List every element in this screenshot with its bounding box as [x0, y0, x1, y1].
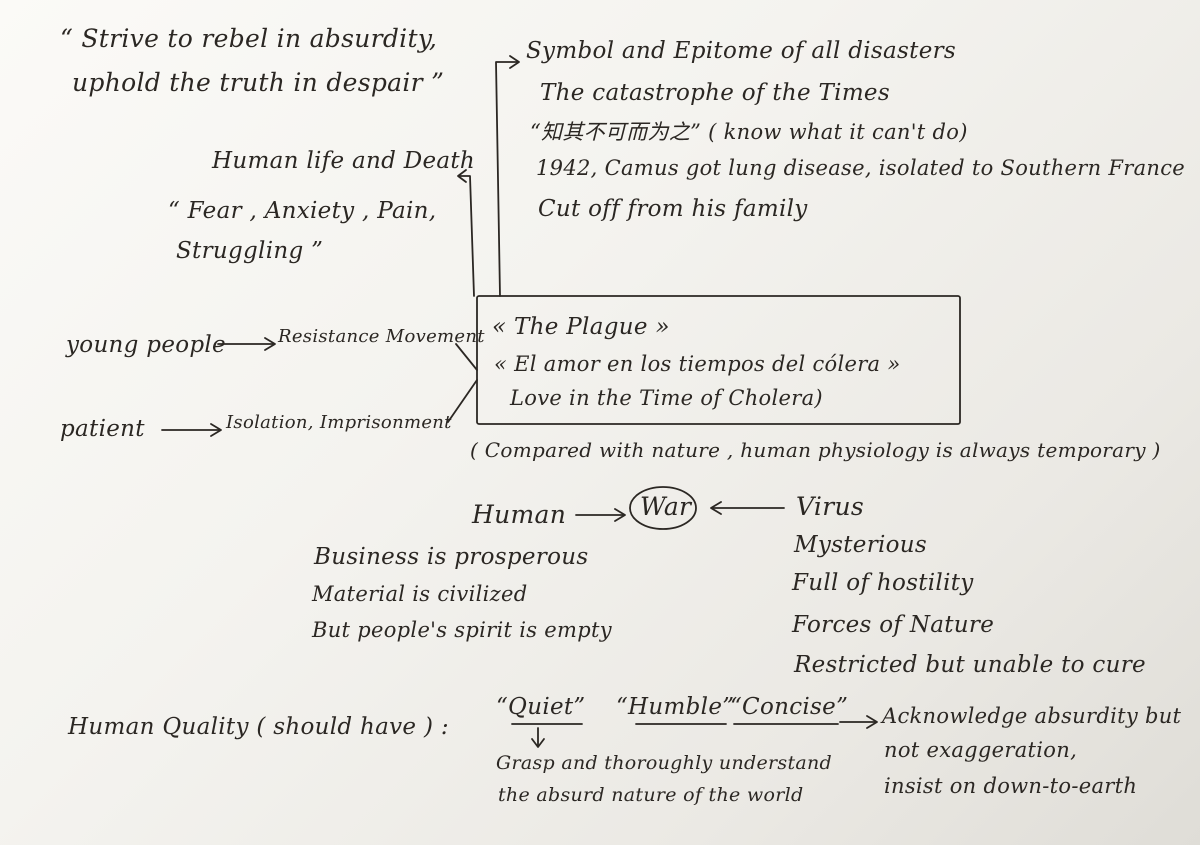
virus-trait-4: Restricted but unable to cure — [794, 652, 1146, 678]
virus-trait-1: Mysterious — [794, 532, 928, 558]
quality-concise: “Concise” — [730, 694, 849, 720]
quality-result-3: insist on down-to-earth — [884, 774, 1138, 798]
human-trait-2: Material is civilized — [312, 582, 528, 606]
arrowhead-concise — [866, 715, 878, 729]
line-box-resistance — [455, 343, 478, 371]
life-death-line-1: “ Fear , Anxiety , Pain, — [168, 198, 437, 224]
arrowhead-symbol — [509, 55, 520, 69]
young-people-label: young people — [66, 332, 226, 358]
line-box-isolation — [447, 379, 478, 423]
isolation-label: Isolation, Imprisonment — [226, 412, 452, 433]
quality-label: Human Quality ( should have ) : — [68, 714, 449, 740]
symbol-line-5: Cut off from his family — [538, 196, 808, 222]
arrow-to-life-death — [459, 175, 475, 297]
symbol-line-2: The catastrophe of the Times — [540, 80, 890, 106]
arrowhead-life-death — [457, 169, 467, 183]
arrowhead-young — [264, 337, 276, 351]
virus-trait-3: Forces of Nature — [792, 612, 995, 638]
arrowhead-patient — [210, 423, 222, 437]
symbol-line-3: “知其不可而为之” ( know what it can't do) — [530, 120, 968, 144]
symbol-line-4: 1942, Camus got lung disease, isolated t… — [536, 156, 1186, 180]
resistance-label: Resistance Movement — [278, 326, 485, 347]
war-circle — [629, 486, 697, 530]
virus-trait-2: Full of hostility — [792, 570, 974, 596]
book-title-amor: « El amor en los tiempos del cólera » — [494, 352, 901, 376]
life-death-line-2: Struggling ” — [176, 238, 324, 264]
war-human-label: Human — [472, 500, 567, 529]
war-label: War — [640, 492, 692, 521]
human-trait-1: Business is prosperous — [314, 544, 589, 570]
book-box — [476, 295, 961, 425]
book-title-love: Love in the Time of Cholera) — [510, 386, 823, 410]
quality-quiet-sub-2: the absurd nature of the world — [498, 784, 804, 806]
quality-quiet-sub-1: Grasp and thoroughly understand — [496, 752, 833, 774]
physiology-note: ( Compared with nature , human physiolog… — [470, 438, 1161, 462]
quote-line-2: uphold the truth in despair ” — [72, 68, 445, 97]
quality-result-1: Acknowledge absurdity but — [882, 704, 1182, 728]
patient-label: patient — [60, 416, 145, 442]
human-trait-3: But people's spirit is empty — [312, 618, 612, 642]
arrowhead-quiet — [531, 738, 545, 748]
book-title-plague: « The Plague » — [492, 314, 670, 340]
life-death-title: Human life and Death — [212, 148, 476, 174]
quality-quiet: “Quiet” — [496, 694, 586, 720]
quality-humble: “Humble” — [616, 694, 735, 720]
arrowhead-human — [614, 508, 626, 522]
quality-result-2: not exaggeration, — [884, 738, 1078, 762]
symbol-line-1: Symbol and Epitome of all disasters — [526, 38, 957, 64]
arrow-to-symbol — [495, 61, 519, 297]
quote-line-1: “ Strive to rebel in absurdity, — [60, 24, 438, 53]
war-virus-label: Virus — [796, 492, 864, 521]
arrowhead-virus — [710, 501, 722, 515]
